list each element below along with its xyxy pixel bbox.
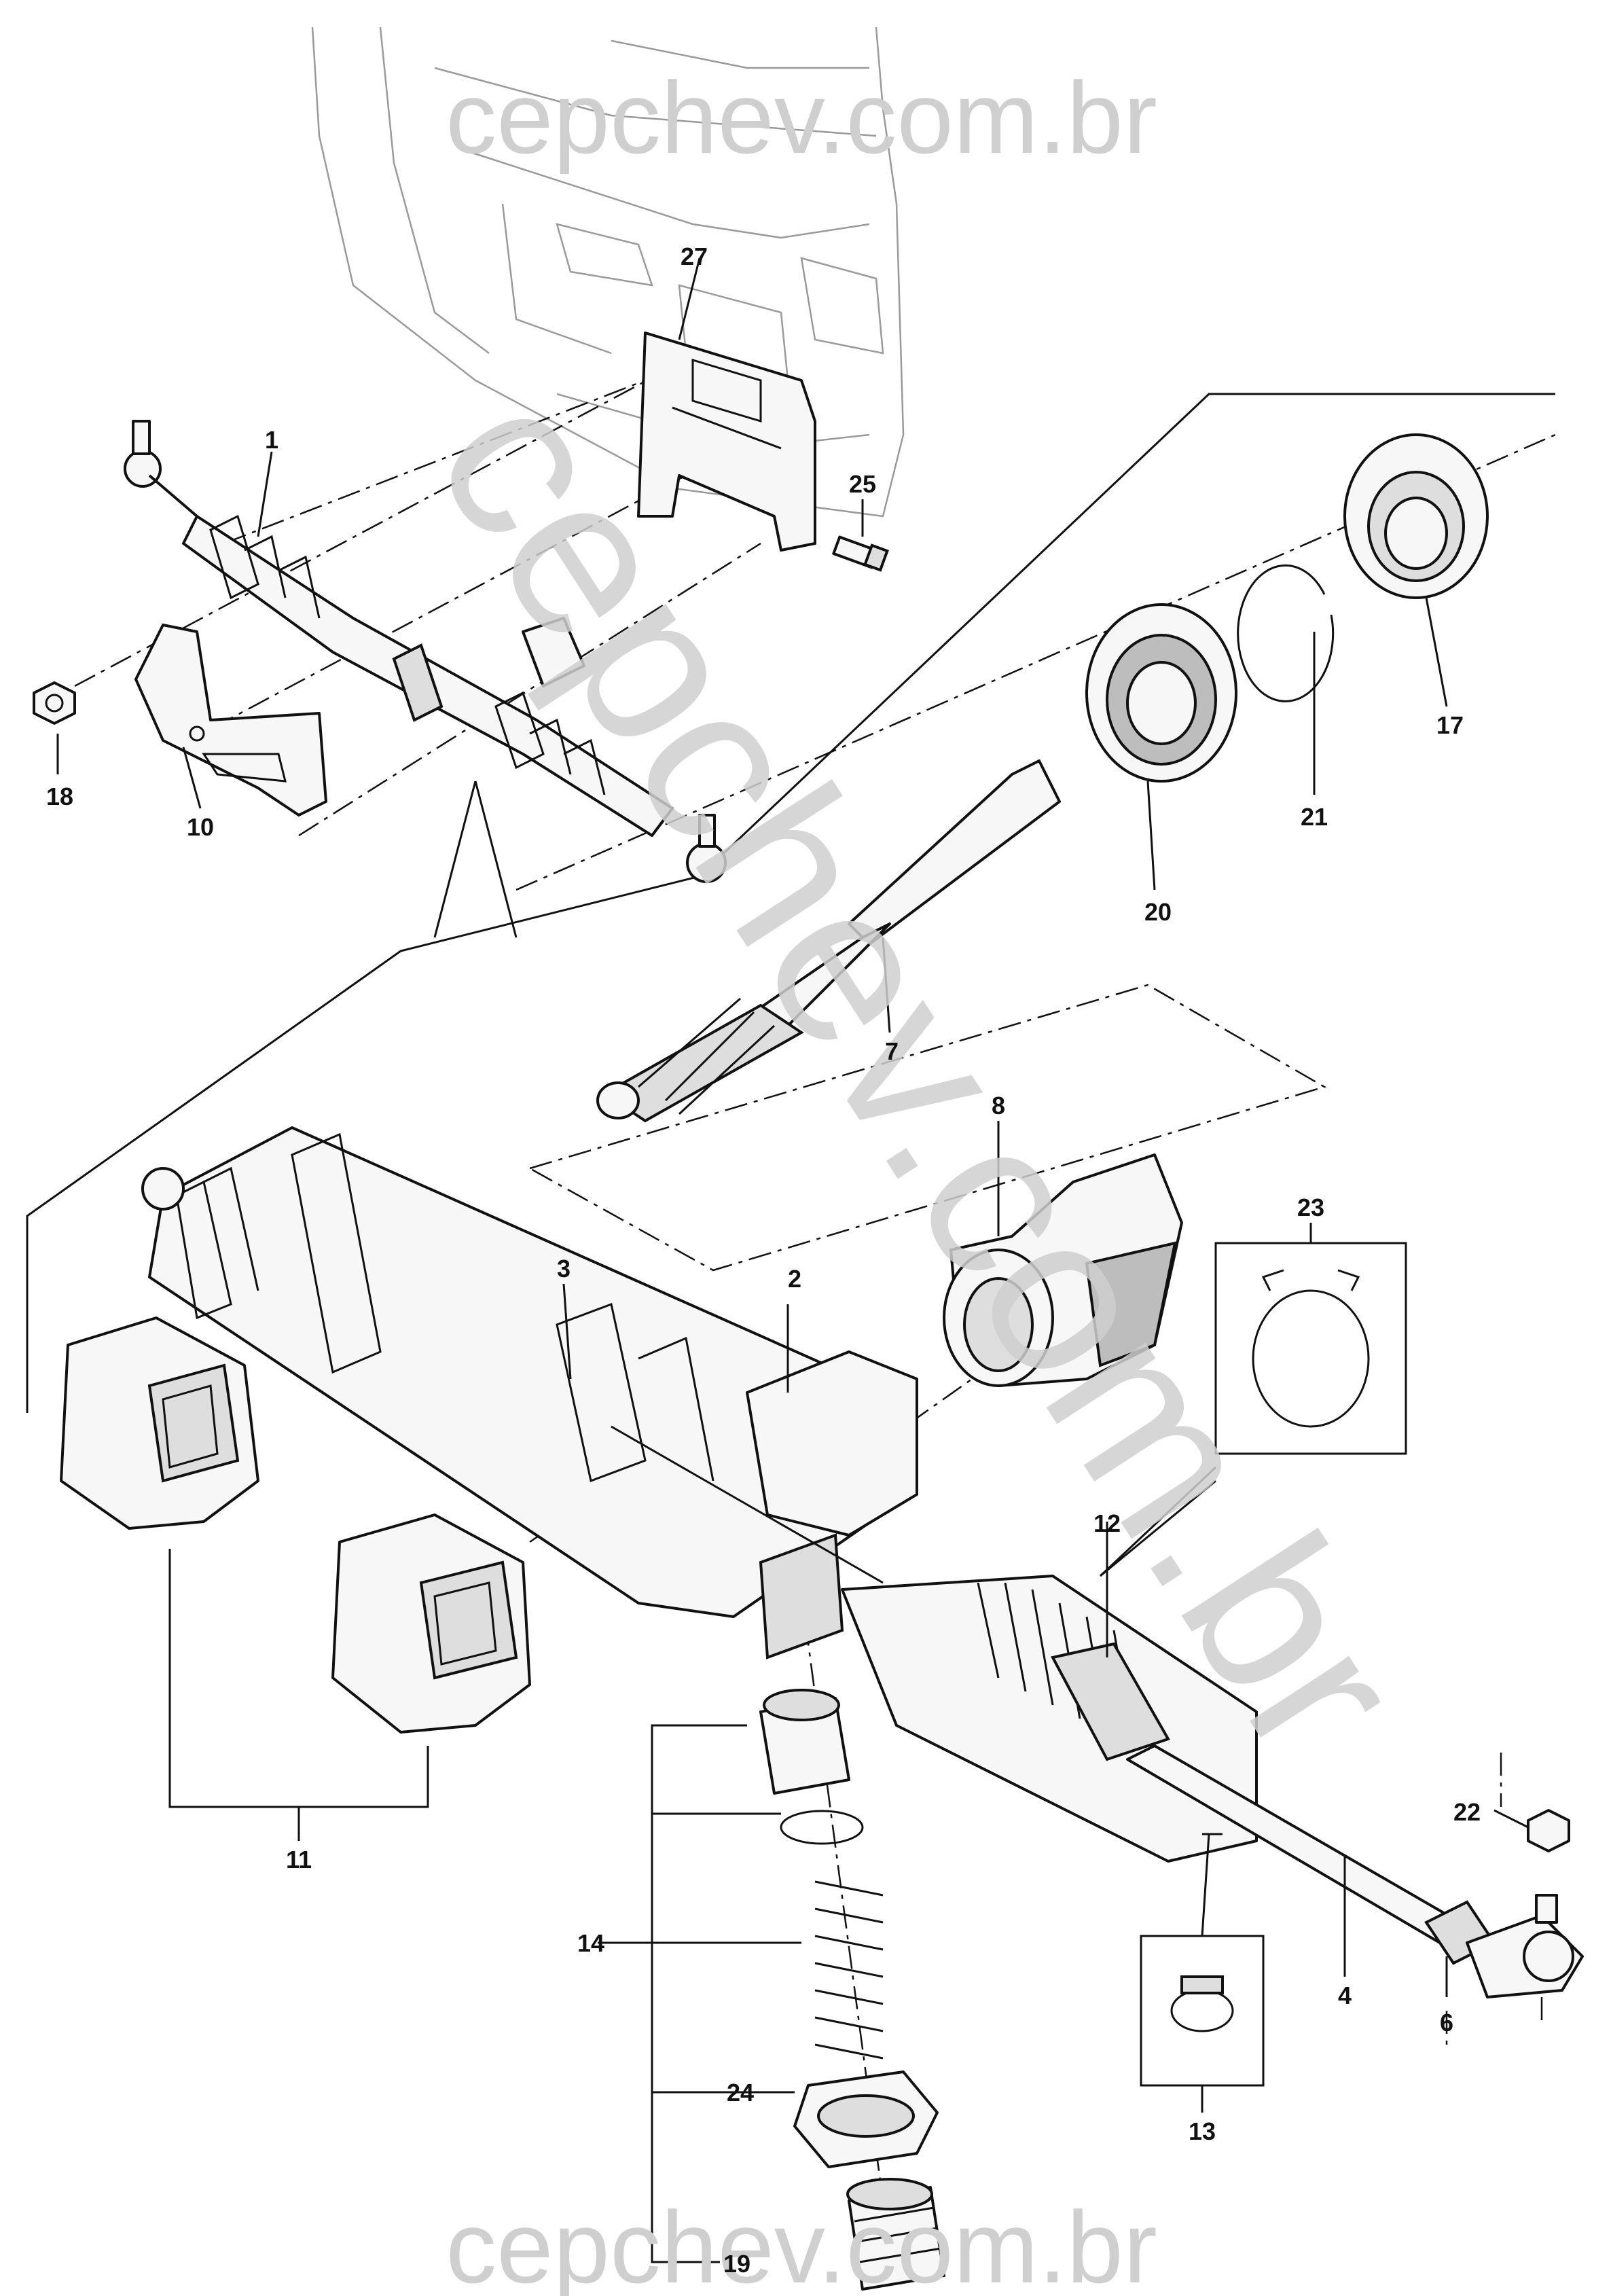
callout-3: 3: [557, 1255, 571, 1282]
pinion-shaft-7: [596, 759, 1061, 1123]
callout-1: 1: [265, 426, 278, 454]
callout-19: 19: [723, 2250, 750, 2278]
callout-8: 8: [992, 1092, 1005, 1119]
callout-12: 12: [1093, 1509, 1121, 1537]
callout-leaders: [56, 257, 1529, 2263]
steering-gear-assembly-1: [124, 420, 727, 883]
callout-20: 20: [1144, 898, 1172, 926]
ball-bearing-20: [1085, 603, 1237, 783]
rack-boot-12: [841, 1575, 1258, 1863]
mounting-bracket-27: [637, 331, 816, 552]
heat-shield-10: [134, 624, 327, 817]
callout-11: 11: [286, 1846, 312, 1873]
snap-ring-21: [1237, 564, 1335, 702]
bushing-11-upper: [60, 1316, 259, 1530]
rack-housing-3: [141, 1126, 918, 1660]
callout-17: 17: [1436, 711, 1464, 739]
callout-27: 27: [681, 243, 708, 270]
yoke-spring: [814, 1880, 884, 2060]
callout-13: 13: [1189, 2117, 1216, 2145]
callout-21: 21: [1301, 803, 1328, 831]
callout-6: 6: [1440, 2009, 1453, 2037]
callout-22: 22: [1453, 1798, 1481, 1826]
nut-22: [1527, 1809, 1570, 1852]
watermark-top: cepchev.com.br: [446, 60, 1157, 175]
callout-25: 25: [849, 470, 876, 498]
callout-23: 23: [1297, 1194, 1324, 1221]
adjuster-plug-19: [846, 2178, 945, 2291]
callout-10: 10: [187, 813, 214, 841]
lock-nut-24: [793, 2070, 939, 2168]
rack-yoke-14: [759, 1689, 850, 1795]
clamp-23-box: [1214, 1242, 1407, 1455]
bushing-11-lower: [331, 1513, 531, 1734]
bearing-cap-17: [1343, 433, 1489, 599]
watermark-bottom: cepchev.com.br: [446, 2190, 1157, 2296]
callout-4: 4: [1338, 1981, 1352, 2009]
bolt-25: [832, 535, 889, 572]
watermark-diagonal: cepchev.com.br: [388, 347, 1453, 1797]
nut-18: [33, 681, 76, 725]
o-ring: [780, 1810, 864, 1845]
callout-14: 14: [577, 1929, 604, 1957]
pinion-boot-8: [943, 1153, 1183, 1387]
callout-2: 2: [788, 1265, 801, 1293]
callout-numbers: 27 1 25 18 10 17 21 20 7 8 23 3 2 12 11 …: [46, 243, 1481, 2278]
callout-7: 7: [885, 1037, 899, 1065]
clip-13-box: [1140, 1935, 1265, 2087]
callout-18: 18: [46, 783, 73, 810]
callout-24: 24: [727, 2079, 754, 2106]
explode-divider-lines: [26, 393, 1555, 1413]
tie-rod-end-6: [1466, 1894, 1584, 1998]
